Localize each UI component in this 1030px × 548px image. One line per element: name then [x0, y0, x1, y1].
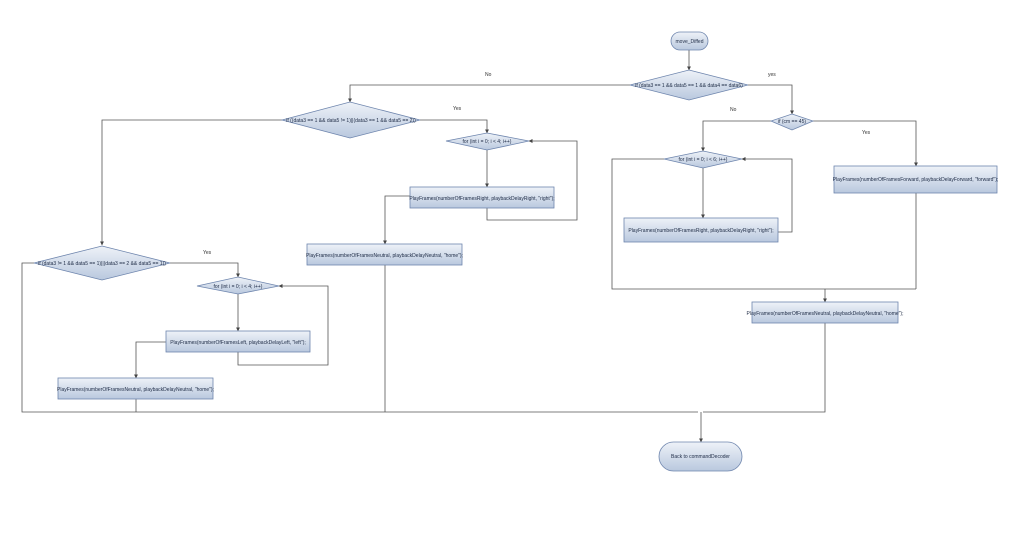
process-play-neutral-right: PlayFrames(numberOfFramesNeutral, playba… [747, 301, 904, 324]
edge-pneutralright-merge [703, 323, 826, 413]
edge-layer [21, 50, 918, 443]
edge-loopleft-pneutral [134, 341, 166, 379]
edge-pright-loopback [486, 139, 578, 221]
node-layer: move_Diffed if (data3 == 1 && data5 == 1… [33, 31, 999, 472]
decision-loop-left: for (int i = 0; i < 4; i++) [196, 276, 280, 295]
decision-d2-label: if ((data3 == 1 && data5 != 1)||(data3 =… [286, 118, 416, 124]
process-play-neutral-left: PlayFrames(numberOfFramesNeutral, playba… [57, 377, 214, 400]
edge-label-d2-yes: Yes [453, 106, 462, 112]
edge-loopright2-done [611, 158, 916, 290]
decision-d1: if (data3 == 1 && data5 == 1 && data4 ==… [629, 69, 749, 101]
edge-label-d4-yes: Yes [862, 130, 871, 136]
decision-loop-right-label: for (int i = 0; i < 4; i++) [463, 139, 512, 145]
edge-d4-loopright2-no [701, 120, 771, 152]
edge-label-d4-no: No [730, 107, 737, 113]
process-play-right: PlayFrames(numberOfFramesRight, playback… [409, 186, 555, 209]
decision-loop-right: for (int i = 0; i < 4; i++) [445, 132, 530, 151]
edge-d3-loopleft-yes [170, 262, 240, 278]
decision-d2: if ((data3 == 1 && data5 != 1)||(data3 =… [280, 101, 421, 139]
process-play-forward-label: PlayFrames(numberOfFramesForward, playba… [833, 177, 999, 183]
edge-loopright-pneutral [383, 195, 410, 245]
edge-d1-d2-no [348, 84, 630, 103]
edge-pright2-loopback [741, 157, 793, 233]
edge-d2-loopright-yes [420, 119, 489, 134]
end-terminal: Back to commandDecoder [658, 441, 743, 472]
decision-loop-right2: for (int i = 0; i < 6; i++) [663, 150, 743, 169]
edge-label-d3-yes: Yes [203, 250, 212, 256]
decision-d4-label: if (cm == 45) [778, 119, 806, 125]
process-play-left-label: PlayFrames(numberOfFramesLeft, playbackD… [170, 340, 306, 346]
process-play-right2-label: PlayFrames(numberOfFramesRight, playback… [628, 228, 773, 234]
process-play-right2: PlayFrames(numberOfFramesRight, playback… [623, 217, 779, 243]
process-play-neutral-left-label: PlayFrames(numberOfFramesNeutral, playba… [57, 387, 214, 393]
start-terminal-label: move_Diffed [676, 39, 704, 45]
edge-pleft-loopback [237, 284, 329, 366]
process-play-neutral-mid: PlayFrames(numberOfFramesNeutral, playba… [306, 243, 463, 266]
edge-d2-d3-no [100, 119, 282, 246]
edge-label-d1-yes: yes [768, 72, 776, 78]
process-play-left: PlayFrames(numberOfFramesLeft, playbackD… [165, 330, 311, 353]
process-play-right-label: PlayFrames(numberOfFramesRight, playback… [409, 196, 554, 202]
decision-loop-right2-label: for (int i = 0; i < 6; i++) [679, 157, 728, 163]
decision-d3-label: if (data3 != 1 && data5 == 1)||(data3 ==… [38, 261, 166, 267]
decision-d4: if (cm == 45) [769, 113, 815, 131]
decision-d3: if (data3 != 1 && data5 == 1)||(data3 ==… [33, 245, 171, 281]
process-play-neutral-mid-label: PlayFrames(numberOfFramesNeutral, playba… [306, 253, 463, 259]
end-terminal-label: Back to commandDecoder [671, 454, 730, 460]
decision-d1-label: if (data3 == 1 && data5 == 1 && data4 ==… [635, 83, 743, 89]
start-terminal: move_Diffed [670, 31, 709, 51]
decision-loop-left-label: for (int i = 0; i < 4; i++) [214, 284, 263, 290]
process-play-neutral-right-label: PlayFrames(numberOfFramesNeutral, playba… [747, 311, 904, 317]
edge-d1-d4-yes [748, 84, 794, 115]
edge-label-d1-no: No [485, 72, 492, 78]
edge-label-layer: No yes Yes Yes No Yes [203, 72, 871, 256]
process-play-forward: PlayFrames(numberOfFramesForward, playba… [833, 165, 999, 194]
edge-d4-pforward-yes [813, 120, 918, 167]
edge-d3-else [21, 262, 698, 413]
